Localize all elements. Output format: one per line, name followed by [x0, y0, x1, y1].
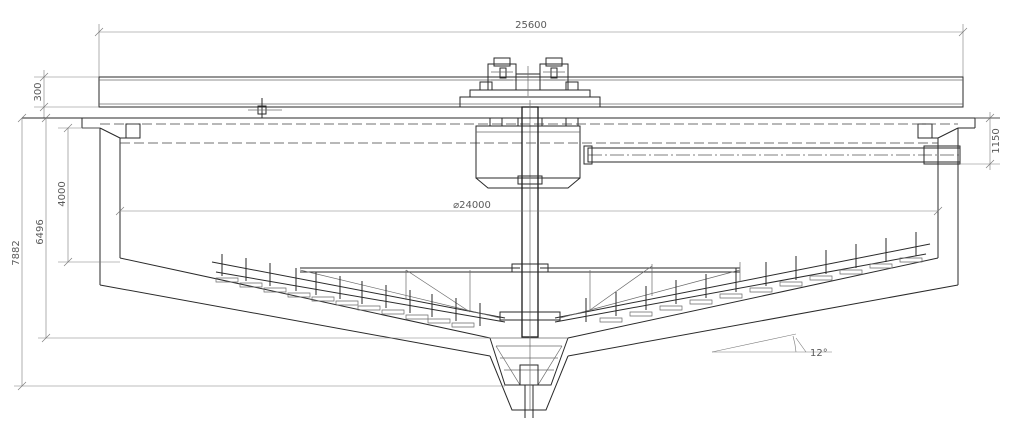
diameter-dimension: ⌀24000 — [115, 200, 943, 216]
channel-depth-dimension: 1150 — [960, 112, 1002, 170]
dim-channel-depth: 1150 — [991, 128, 1002, 153]
scraper-arms — [211, 232, 931, 328]
dim-bridge-height: 300 — [33, 82, 44, 101]
dim-slope-angle: 12° — [810, 348, 828, 359]
bridge-height-dimension: 300 — [33, 70, 99, 118]
left-depth-dimensions: 4000 6496 7882 — [11, 113, 505, 391]
dim-tank-diameter: ⌀24000 — [453, 200, 491, 211]
dim-side-depth: 4000 — [57, 181, 68, 206]
overall-width-dimension: 25600 — [94, 20, 968, 78]
slope-angle-annotation: 12° — [711, 333, 832, 359]
dim-overall-width: 25600 — [515, 20, 547, 31]
tank-floor — [99, 257, 959, 418]
tank-structure — [22, 117, 1000, 285]
dim-inner-depth: 6496 — [35, 219, 46, 244]
center-well — [475, 117, 581, 189]
dim-total-depth: 7882 — [11, 240, 22, 265]
drive-unit — [459, 57, 601, 108]
